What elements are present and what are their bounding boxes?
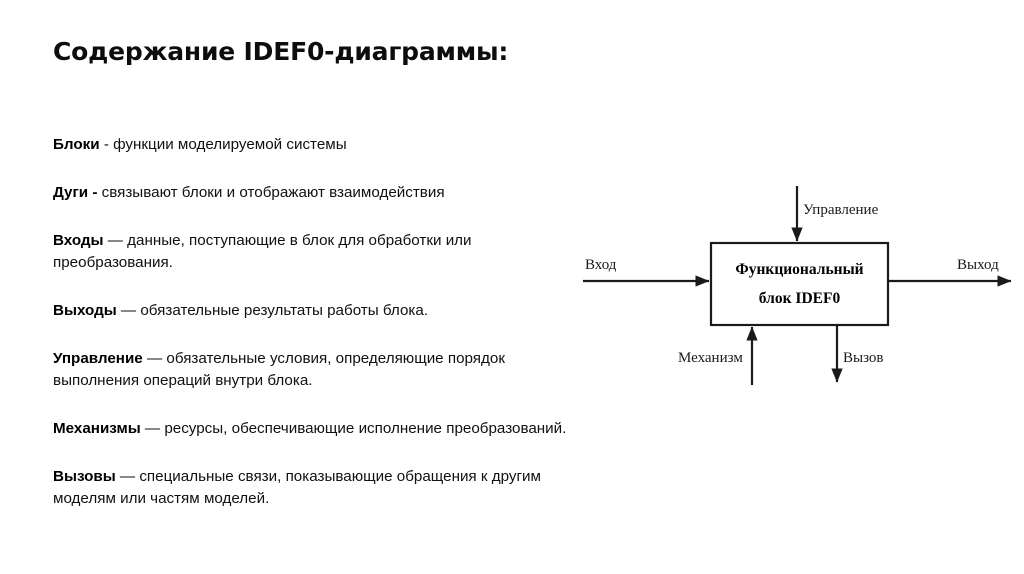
page-title: Содержание IDEF0-диаграммы: [53, 37, 509, 66]
definition-description: — обязательные условия, определяющие пор… [53, 350, 505, 389]
idef0-diagram: Функциональный блок IDEF0 Вход Выход Упр… [570, 170, 1024, 405]
function-block-rect [709, 241, 890, 327]
definition-item-inputs: Входы — данные, поступающие в блок для о… [53, 230, 583, 274]
mechanism-arrow-label: Механизм [678, 350, 743, 366]
definition-list: Блоки - функции моделируемой системы Дуг… [53, 134, 583, 510]
definition-description: — специальные связи, показывающие обраще… [53, 468, 541, 507]
definition-item-arcs: Дуги - связывают блоки и отображают взаи… [53, 182, 583, 204]
control-arrow-label: Управление [803, 202, 879, 218]
definition-description: - функции моделируемой системы [99, 136, 347, 153]
definition-description: — ресурсы, обеспечивающие исполнение пре… [140, 420, 567, 437]
definition-term: Блоки [53, 136, 100, 153]
output-arrow-label: Выход [957, 257, 999, 273]
definition-description: связывают блоки и отображают взаимодейст… [97, 184, 445, 201]
call-arrow-label: Вызов [843, 350, 884, 366]
definition-term: Управление [53, 350, 143, 367]
definition-term: Вызовы [53, 468, 116, 485]
definition-item-outputs: Выходы — обязательные результаты работы … [53, 300, 583, 322]
function-block-label-line2: блок IDEF0 [759, 290, 841, 307]
definition-item-mechanisms: Механизмы — ресурсы, обеспечивающие испо… [53, 418, 583, 440]
definition-term: Механизмы [53, 420, 141, 437]
definition-item-calls: Вызовы — специальные связи, показывающие… [53, 466, 583, 510]
definition-term: Входы [53, 232, 104, 249]
input-arrow-label: Вход [585, 257, 617, 273]
definition-term: Выходы [53, 302, 117, 319]
definition-description: — обязательные результаты работы блока. [116, 302, 429, 319]
definition-term: Дуги - [53, 184, 98, 201]
function-block-label-line1: Функциональный [735, 261, 863, 278]
definition-item-blocks: Блоки - функции моделируемой системы [53, 134, 583, 156]
definition-item-control: Управление — обязательные условия, опред… [53, 348, 583, 392]
definition-description: — данные, поступающие в блок для обработ… [53, 232, 472, 271]
